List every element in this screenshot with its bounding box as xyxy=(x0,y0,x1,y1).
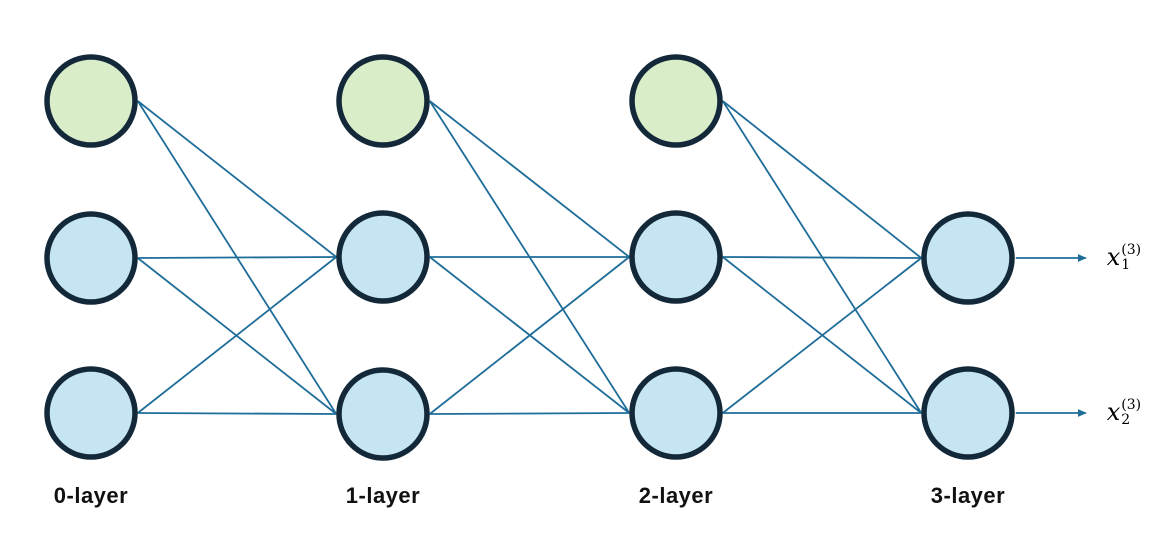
layer-0-unit-node-n01 xyxy=(44,211,138,305)
output-x2-subscript: 2 xyxy=(1121,412,1131,429)
edge-n12-n22 xyxy=(429,412,630,415)
layer-3-unit-node-n32 xyxy=(921,366,1015,460)
output-x1-superscript: (3) xyxy=(1121,241,1142,258)
output-x2-base: x xyxy=(1106,398,1121,427)
output-x1-scripts: (3) 1 xyxy=(1121,241,1142,274)
layer-2-bias-node xyxy=(629,54,723,148)
output-label-x2: x (3) 2 xyxy=(1107,397,1141,428)
output-label-x1: x (3) 1 xyxy=(1107,242,1141,273)
layer-0-bias-node xyxy=(44,54,138,148)
layer-3-unit-node-n31 xyxy=(921,211,1015,305)
output-x2-superscript: (3) xyxy=(1121,396,1142,413)
layer-label-1: 1-layer xyxy=(345,483,421,508)
layer-1-unit-node-n12 xyxy=(336,367,430,461)
nodes-group xyxy=(44,54,1015,461)
layer-label-3: 3-layer xyxy=(930,483,1006,508)
edge-n02-n12 xyxy=(137,412,337,415)
edges-group xyxy=(136,100,923,415)
edge-n02-n11 xyxy=(137,256,337,414)
edge-n21-n31 xyxy=(722,256,922,259)
layer-label-0: 0-layer xyxy=(53,483,129,508)
edge-n2b-n31 xyxy=(722,100,922,259)
edge-n01-n11 xyxy=(137,256,337,259)
output-x2-scripts: (3) 2 xyxy=(1121,396,1142,429)
layer-2-unit-node-n22 xyxy=(629,366,723,460)
output-x1-base: x xyxy=(1106,243,1121,272)
layer-1-bias-node xyxy=(336,54,430,148)
edge-n22-n31 xyxy=(722,257,922,414)
edge-n12-n21 xyxy=(429,256,630,415)
layer-0-unit-node-n02 xyxy=(44,366,138,460)
output-x1-subscript: 1 xyxy=(1121,257,1131,274)
layer-2-unit-node-n21 xyxy=(629,210,723,304)
layer-label-2: 2-layer xyxy=(638,483,714,508)
edge-n0b-n11 xyxy=(137,100,337,258)
layer-1-unit-node-n11 xyxy=(336,210,430,304)
output-arrows-group xyxy=(1015,254,1087,417)
edge-n1b-n21 xyxy=(429,100,630,258)
